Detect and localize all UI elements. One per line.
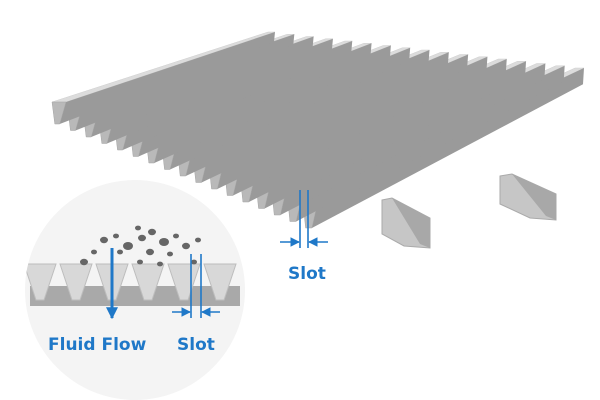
particle: [182, 242, 190, 250]
particle: [117, 249, 123, 255]
slot-label-inset: Slot: [177, 335, 215, 355]
support-rods: [381, 173, 557, 249]
particle: [123, 242, 133, 250]
inset-base-plate: [30, 286, 240, 306]
particle: [146, 248, 154, 256]
particle: [173, 233, 179, 239]
bar-side: [91, 36, 314, 137]
bar-side: [233, 56, 488, 196]
particle: [191, 259, 197, 265]
cross-section-inset: Fluid Flow Slot: [25, 180, 245, 400]
particle: [80, 258, 88, 266]
wedge-wire-bars: [51, 31, 585, 229]
bar-side: [106, 38, 333, 144]
particle: [135, 225, 141, 231]
particle: [167, 251, 173, 257]
particle: [137, 259, 143, 265]
particle: [159, 238, 169, 246]
bar-side: [280, 63, 546, 215]
inset-wedge: [167, 263, 201, 301]
bar-side: [311, 68, 584, 228]
bar-side: [122, 41, 353, 150]
bar-side: [264, 61, 527, 209]
particle: [195, 237, 201, 243]
bar-side: [248, 59, 507, 202]
particle: [157, 261, 163, 267]
bar-side: [296, 65, 565, 222]
bar-side: [75, 34, 295, 131]
particle: [100, 236, 108, 244]
particle: [138, 234, 146, 242]
bar-side: [138, 43, 372, 157]
inset-wedge: [203, 263, 237, 301]
bar-side: [154, 45, 391, 163]
support-rod-front-face: [392, 198, 430, 248]
bar-side: [185, 50, 430, 176]
bar-side: [170, 47, 411, 170]
slot-annotation-main: Slot: [280, 190, 328, 284]
bar-side: [201, 52, 449, 183]
particle: [91, 249, 97, 255]
particle: [113, 233, 119, 239]
inset-wedge: [131, 263, 165, 301]
bar-side: [217, 54, 469, 189]
inset-wedge: [25, 263, 57, 301]
bar-side: [59, 32, 276, 124]
support-rod-back-face: [512, 174, 556, 220]
particle: [148, 228, 156, 236]
particles: [80, 225, 201, 267]
fluid-flow-label: Fluid Flow: [48, 335, 147, 355]
slot-label-main: Slot: [288, 264, 326, 284]
bar-end-face: [51, 101, 67, 125]
